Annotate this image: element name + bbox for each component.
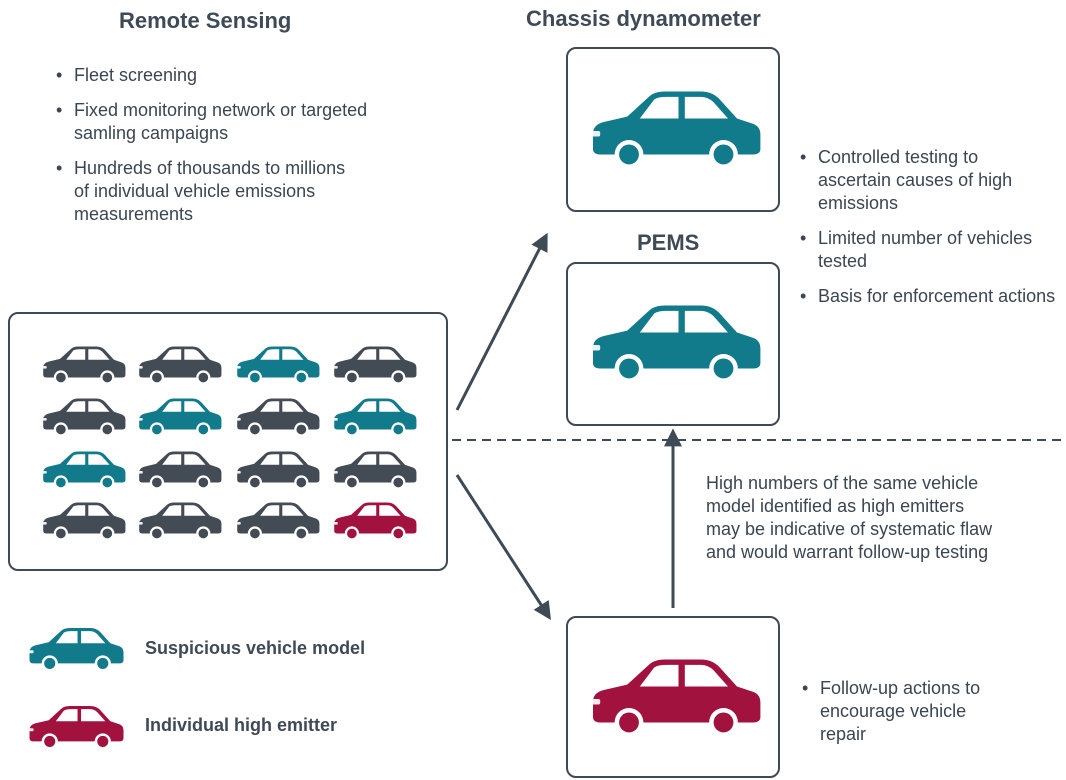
arrow-to-followup [455,474,551,621]
legend-high-emitter-label: Individual high emitter [145,715,338,735]
remote-sensing-bullets: Fleet screening Fixed monitoring network… [56,64,416,238]
chassis-dynamometer-heading: Chassis dynamometer [526,6,761,31]
followup-bullets: Follow-up actions to encourage vehicle r… [802,677,1032,758]
remote-bullet-3: Hundreds of thousands to millions of ind… [56,157,364,226]
remote-bullet-1: Fleet screening [56,64,416,87]
legend-suspicious-label: Suspicious vehicle model [145,638,366,658]
followup-bullet-1: Follow-up actions to encourage vehicle r… [802,677,1010,746]
remote-sensing-heading: Remote Sensing [119,8,292,33]
legend-suspicious-car-icon [24,624,126,672]
chassis-dyno-panel [566,47,780,212]
pems-panel [566,262,780,426]
systematic-flaw-note: High numbers of the same vehicle model i… [706,473,993,562]
testing-bullet-1: Controlled testing to ascertain causes o… [800,146,1048,215]
pems-heading: PEMS [637,230,700,255]
legend-high-emitter-car-icon [24,702,126,750]
testing-bullet-3: Basis for enforcement actions [800,285,1060,308]
remote-bullet-2: Fixed monitoring network or targeted sam… [56,99,374,145]
testing-bullets: Controlled testing to ascertain causes o… [800,146,1060,320]
followup-panel [566,616,780,778]
testing-bullet-2: Limited number of vehicles tested [800,227,1038,273]
arrow-to-testing [455,232,548,411]
